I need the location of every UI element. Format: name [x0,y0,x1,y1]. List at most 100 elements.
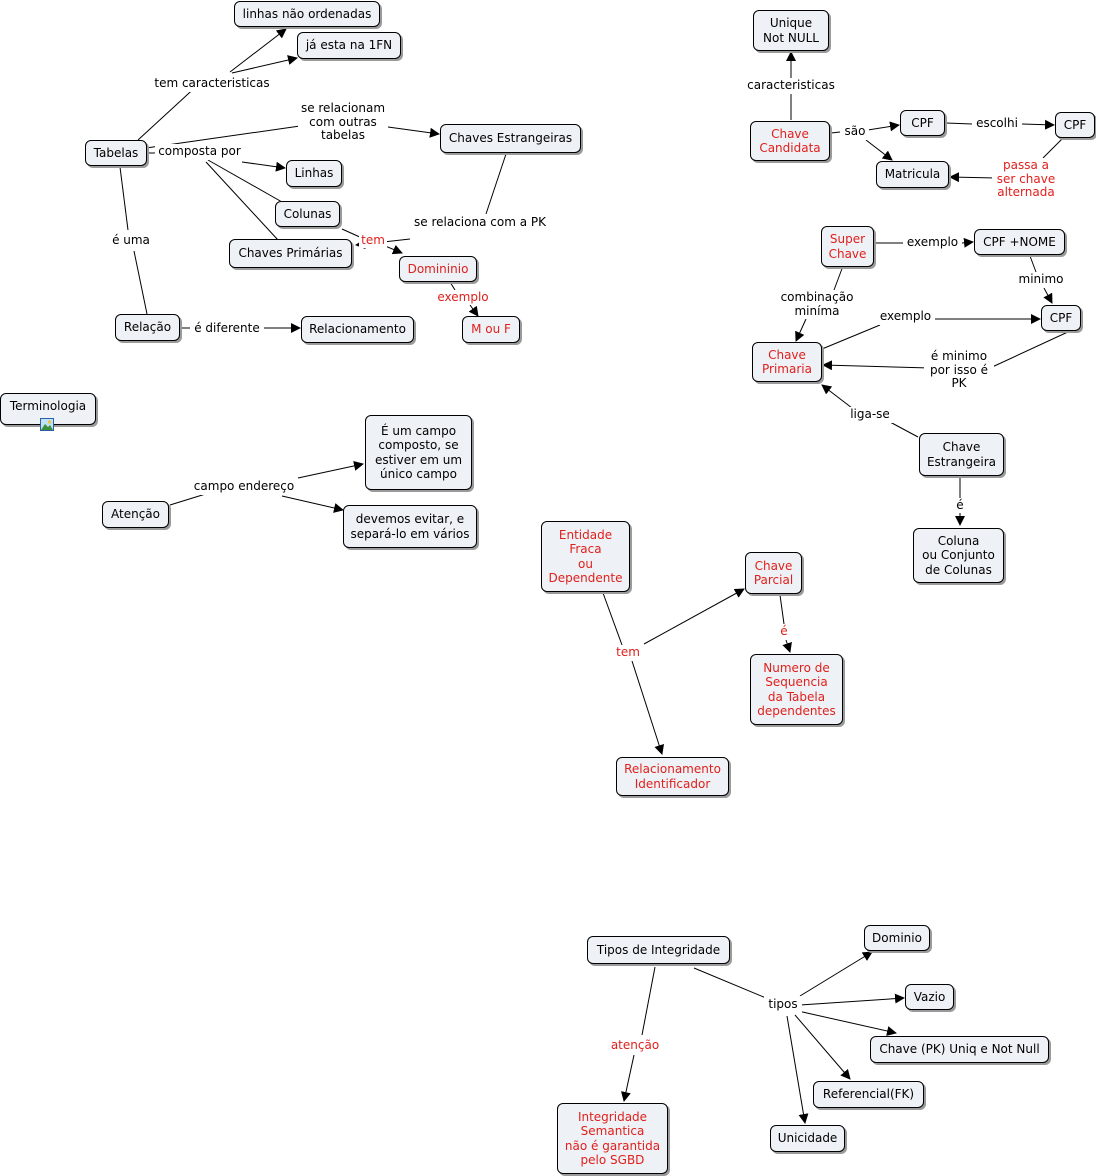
connector-line [602,592,623,646]
connector-line [822,360,931,371]
connector-line [119,166,129,231]
node-chave-parcial[interactable]: Chave Parcial [745,552,802,594]
link-label-passa-chave-alternada: passa a ser chave alternada [992,158,1060,201]
link-label-e-numero: é [777,624,791,640]
link-label-minimo: minimo [1014,272,1068,288]
connector-line [1021,119,1055,130]
link-label-tem-caracteristicas: tem caracteristicas [150,75,274,92]
node-cpf-2[interactable]: CPF [1055,112,1095,138]
node-colunas[interactable]: Colunas [275,201,340,227]
link-label-combinacao-minima: combinação miníma [777,290,857,319]
image-icon[interactable] [40,418,54,431]
connector-line [821,384,853,409]
connector-line [961,237,974,248]
link-label-exemplo-super: exemplo [903,235,962,251]
connector-line [281,495,344,513]
connector-line [133,250,148,315]
node-atencao[interactable]: Atenção [102,501,169,528]
connector-line [865,139,893,161]
connector-line [867,121,900,132]
link-label-campo-endereco: campo endereço [190,478,298,495]
node-matricula[interactable]: Matricula [876,161,949,188]
link-label-e-coluna: é [952,498,968,513]
connector-line [830,131,841,134]
connector-line [1029,255,1037,273]
connector-line [821,324,881,350]
link-label-tipos: tipos [764,996,802,1013]
node-tabelas[interactable]: Tabelas [85,140,147,166]
connector-line [485,153,507,215]
link-label-composta-por: composta por [155,144,244,160]
node-linhas-nao-ordenadas[interactable]: linhas não ordenadas [234,1,380,27]
link-label-liga-se: liga-se [846,407,894,423]
connector-line [641,966,656,1036]
link-label-e-diferente: é diferente [190,320,264,337]
link-label-exemplo-cp: exemplo [876,309,935,325]
link-label-se-relacionam: se relacionam com outras tabelas [298,100,388,145]
node-super-chave[interactable]: Super Chave [821,226,874,267]
node-chave-pk[interactable]: Chave (PK) Uniq e Not Null [870,1036,1049,1063]
node-relacionamento-identificador[interactable]: Relacionamento Identificador [616,757,729,796]
connector-line [799,951,873,997]
connector-line [643,588,745,645]
connector-line [229,28,287,73]
connector-line [631,660,664,755]
node-campo-composto[interactable]: É um campo composto, se estiver em um ún… [365,415,472,490]
connector-line [1043,287,1053,304]
connector-line [989,330,1071,369]
node-cpf-nome[interactable]: CPF +NOME [974,229,1065,255]
node-m-ou-f[interactable]: M ou F [462,316,520,343]
node-unicidade[interactable]: Unicidade [770,1125,845,1152]
link-label-exemplo-mf: exemplo [434,290,492,305]
node-unique-not-null[interactable]: Unique Not NULL [753,10,829,51]
node-vazio[interactable]: Vazio [905,984,954,1010]
node-cpf-3[interactable]: CPF [1041,305,1081,331]
node-integridade-semantica[interactable]: Integridade Semantica não é garantida pe… [557,1103,668,1174]
connector-line [779,594,785,625]
connector-line [1042,136,1065,159]
node-chaves-estrangeiras[interactable]: Chaves Estrangeiras [440,124,581,153]
connector-line [945,122,973,125]
node-relacao[interactable]: Relação [115,314,180,341]
node-tipos-integridade[interactable]: Tipos de Integridade [587,936,730,964]
link-label-e-minimo-pk: é minimo por isso é PK [924,349,994,392]
node-coluna-conjunto[interactable]: Coluna ou Conjunto de Colunas [913,528,1004,583]
link-label-tem: tem [359,234,387,248]
link-label-tem-fraca: tem [612,645,644,661]
connector-line [693,967,767,999]
node-referencial-fk[interactable]: Referencial(FK) [813,1081,924,1108]
node-linhas[interactable]: Linhas [286,160,342,187]
node-relacionamento[interactable]: Relacionamento [301,316,414,343]
connector-line [797,1010,897,1036]
connector-line [341,228,363,239]
connector-line [297,461,364,479]
connector-line [621,1054,635,1102]
link-label-e-uma: é uma [108,232,154,249]
node-cpf-1[interactable]: CPF [900,110,945,136]
node-dominio-red[interactable]: Domininio [399,256,477,282]
connector-line [889,421,919,438]
connector-line [387,126,440,138]
link-label-caracteristicas: caracteristicas [743,78,839,94]
link-label-escolhi: escolhi [972,116,1022,132]
node-chave-candidata[interactable]: Chave Candidata [750,121,830,161]
node-entidade-fraca[interactable]: Entidade Fraca ou Dependente [541,521,630,592]
link-label-sao: são [841,124,869,140]
connector-line [231,55,298,74]
connector-line [949,172,997,183]
node-numero-sequencia[interactable]: Numero de Sequencia da Tabela dependente… [750,654,843,725]
connector-line [786,1015,809,1124]
connector-line [205,161,279,241]
node-chave-primaria[interactable]: Chave Primaria [752,342,822,382]
connector-line [795,318,807,342]
node-chaves-primarias[interactable]: Chaves Primárias [229,239,352,268]
node-ja-esta-1fn[interactable]: já esta na 1FN [297,32,401,59]
node-dominio[interactable]: Dominio [864,925,930,951]
connector-line [207,159,283,203]
node-chave-estrangeira[interactable]: Chave Estrangeira [919,433,1004,476]
connector-line [449,281,456,291]
connector-line [137,82,201,141]
node-devemos-evitar[interactable]: devemos evitar, e separá-lo em vários [343,505,477,548]
connector-line [794,1014,851,1080]
